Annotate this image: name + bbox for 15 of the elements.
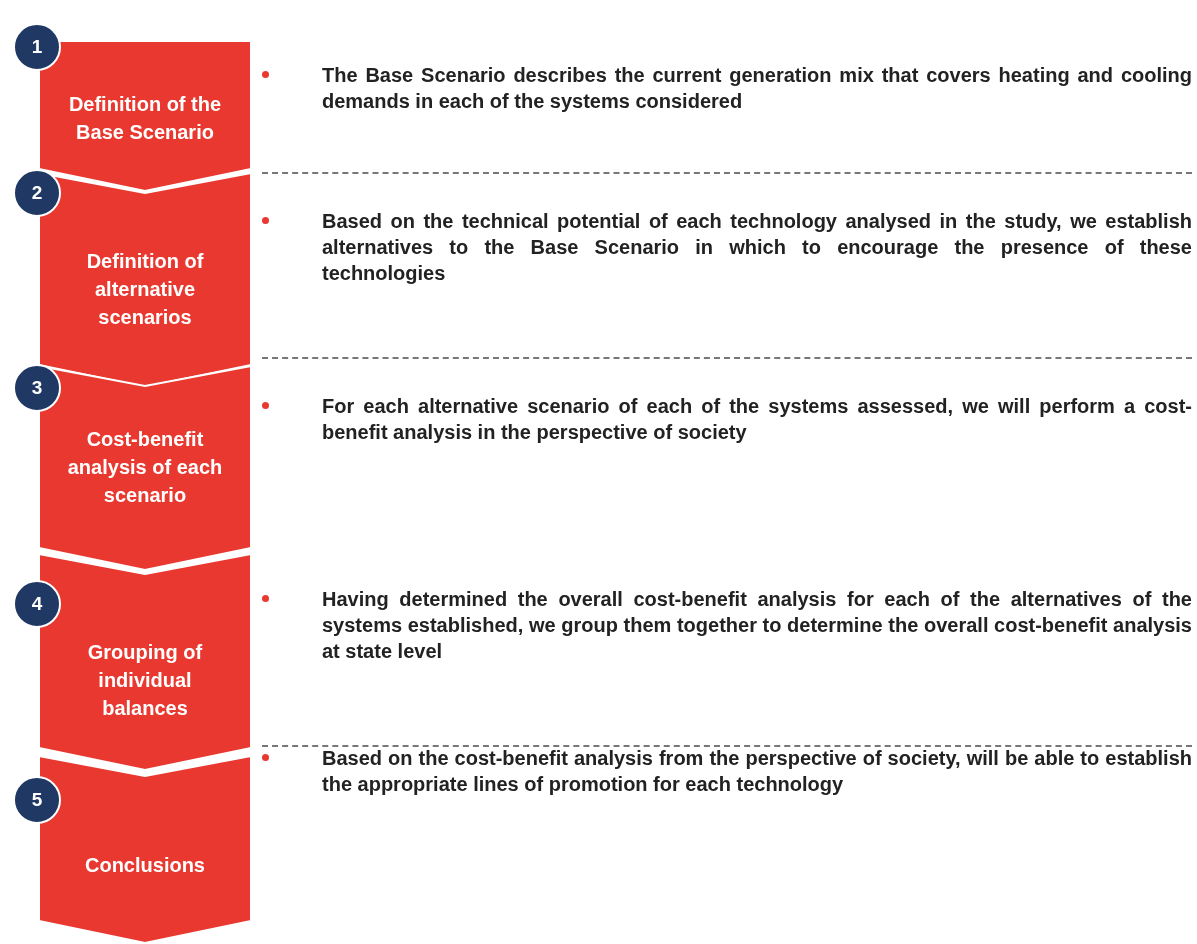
- step-title: Conclusions: [84, 853, 206, 878]
- step-description: Based on the cost-benefit analysis from the perspective of society, will be able to establish the appropriate lines of promotion for each technology: [322, 746, 1192, 797]
- step-description: The Base Scenario describes the current generation mix that covers heating and cooling demands in each of the systems considered: [322, 63, 1192, 114]
- step-number-badge: 3: [13, 364, 61, 412]
- step-description: For each alternative scenario of each of the systems assessed, we will perform a cost-benefit analysis in the perspective of society: [322, 394, 1192, 445]
- step-number-badge: 5: [13, 776, 61, 824]
- step-title: Definition of alternative scenarios: [85, 249, 205, 330]
- step-title: Cost-benefit analysis of each scenario: [66, 427, 224, 508]
- step-description: Based on the technical potential of each technology analysed in the study, we establish alternatives to the Base Scenario in which to encourage the presence of these technologies: [322, 209, 1192, 286]
- step-title: Definition of the Base Scenario: [67, 92, 223, 145]
- step-number-badge: 2: [13, 169, 61, 217]
- step-number-badge: 1: [13, 23, 61, 71]
- step-description: Having determined the overall cost-benefit analysis for each of the alternatives of the systems established, we group them together to determine the overall cost-benefit analysis at state level: [322, 587, 1192, 664]
- step-number-badge: 4: [13, 580, 61, 628]
- step-title: Grouping of individual balances: [86, 640, 204, 721]
